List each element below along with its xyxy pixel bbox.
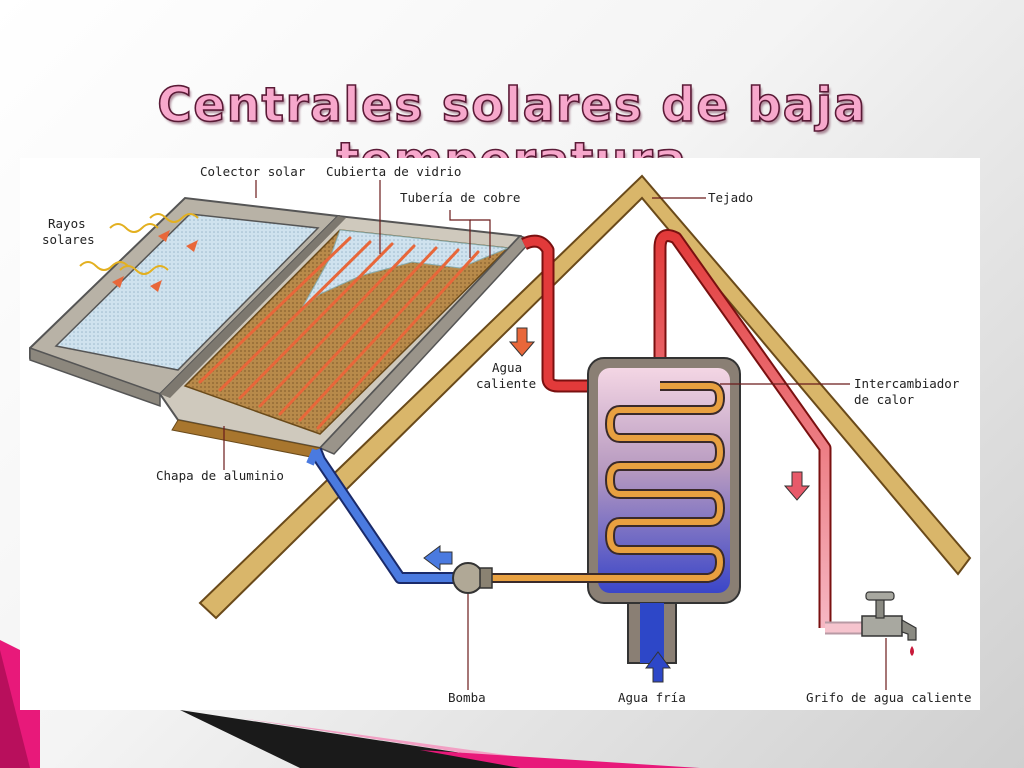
storage-tank <box>490 357 741 664</box>
tap-icon <box>861 591 917 656</box>
hot-water-pipe <box>521 229 865 635</box>
flow-arrow-icon <box>423 327 811 683</box>
leader-lines <box>223 180 887 690</box>
label-glass-cover: Cubierta de vidrio <box>326 164 461 179</box>
decorative-stripes <box>0 640 700 768</box>
label-roof: Tejado <box>708 190 753 205</box>
label-hot-water-2: caliente <box>476 376 536 391</box>
pump-icon <box>452 562 493 594</box>
label-heat-exchanger-1: Intercambiador <box>854 376 960 391</box>
label-sun-rays-2: solares <box>42 232 95 247</box>
solar-collector <box>29 196 534 459</box>
label-pump: Bomba <box>448 690 486 705</box>
solar-diagram: Colector solar Cubierta de vidrio Tuberí… <box>20 158 980 710</box>
label-hot-water-1: Agua <box>492 360 522 375</box>
sun-ray-icon <box>79 213 199 292</box>
label-heat-exchanger-2: de calor <box>854 392 915 407</box>
label-aluminum-plate: Chapa de aluminio <box>156 468 284 483</box>
label-cold-water: Agua fría <box>618 690 686 705</box>
cold-water-pipe <box>306 447 490 584</box>
label-collector: Colector solar <box>200 164 306 179</box>
label-copper-pipe: Tubería de cobre <box>400 190 520 205</box>
label-hot-water-tap: Grifo de agua caliente <box>806 690 972 705</box>
label-sun-rays-1: Rayos <box>48 216 86 231</box>
roof <box>198 174 972 620</box>
